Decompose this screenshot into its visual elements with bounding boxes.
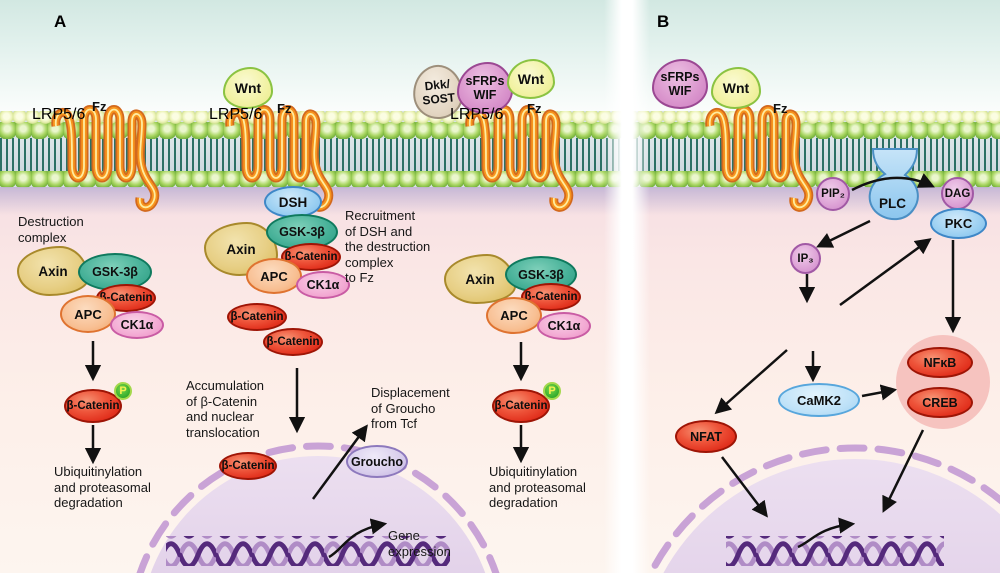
lrp56-receptor-3: LRP5/6 [450,106,504,123]
phospho-badge-right: P [543,382,561,400]
fz-label-b: Fz [773,101,788,116]
ip3-molecule: IP₃ [790,243,821,274]
dsh-protein: DSH [264,186,322,218]
panel-a-label: A [54,12,67,31]
wnt-ligand-3: Wnt [507,59,555,99]
panel-divider [604,0,650,573]
creb-protein: CREB [907,387,973,418]
ck1a-left: CK1α [110,311,164,339]
beta-catenin-free-1: β-Catenin [227,303,287,331]
camk2-protein: CaMK2 [778,383,860,417]
nfkb-creb-halo: NFκB CREB [896,335,990,429]
beta-catenin-phospho-left: β-Catenin [64,389,122,423]
pip2-molecule: PIP₂ [816,177,850,211]
pkc-protein: PKC [930,208,987,239]
wnt-ligand-b: Wnt [711,67,761,109]
membrane-inner-fade [0,187,1000,215]
fz-label-1: Fz [92,99,107,114]
axin-left: Axin [17,246,89,296]
apc-middle: APC [246,258,302,294]
nfkb-protein: NFκB [907,347,973,378]
groucho-protein: Groucho [346,445,408,478]
apc-left: APC [60,295,116,333]
panel-b-label: B [657,12,670,31]
wnt-ligand-2: Wnt [223,67,273,109]
nfat-protein: NFAT [675,420,737,453]
fz-label-2: Fz [277,101,292,116]
axin-right: Axin [444,254,516,304]
ck1a-middle: CK1α [296,271,350,299]
beta-catenin-phospho-right: β-Catenin [492,389,550,423]
apc-right: APC [486,297,542,334]
dag-molecule: DAG [941,177,974,210]
lrp56-receptor-2: LRP5/6 [209,106,263,123]
plc-label: PLC [879,196,906,211]
lrp56-receptor-1: LRP5/6 [32,106,86,123]
beta-catenin-nuclear: β-Catenin [219,452,277,480]
phospho-badge-left: P [114,382,132,400]
beta-catenin-free-2: β-Catenin [263,328,323,356]
fz-label-3: Fz [527,101,542,116]
ck1a-right: CK1α [537,312,591,340]
